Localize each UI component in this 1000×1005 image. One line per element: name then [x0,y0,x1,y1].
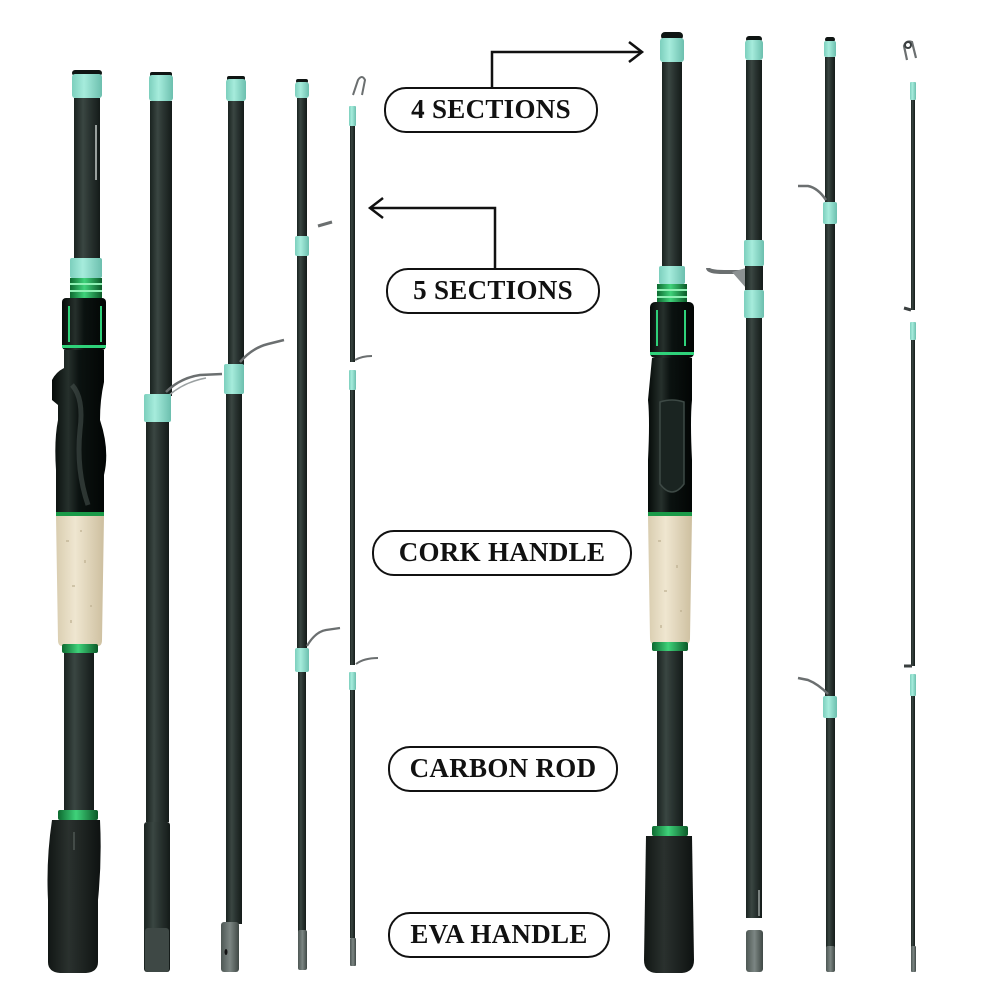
eva-handle-label: EVA HANDLE [388,912,610,958]
cork-handle-label: CORK HANDLE [372,530,632,576]
four-sections-label: 4 SECTIONS [384,87,598,133]
rod-5pc-section-3 [221,76,285,972]
rod-5pc-butt-section [47,70,107,973]
five-sections-arrow [367,197,497,268]
rod-5pc-section-2 [144,72,223,972]
carbon-rod-label: CARBON ROD [388,746,618,792]
rod-4pc-section-2 [706,36,764,972]
rod-5pc-tip-section [349,76,379,966]
five-sections-label: 5 SECTIONS [386,268,600,314]
rod-4pc-butt-section [644,32,694,973]
rod-4pc-section-3 [797,37,837,972]
four-sections-arrow [490,41,645,88]
rod-4pc-tip-section [902,40,918,972]
rod-5pc-section-4 [295,79,341,970]
